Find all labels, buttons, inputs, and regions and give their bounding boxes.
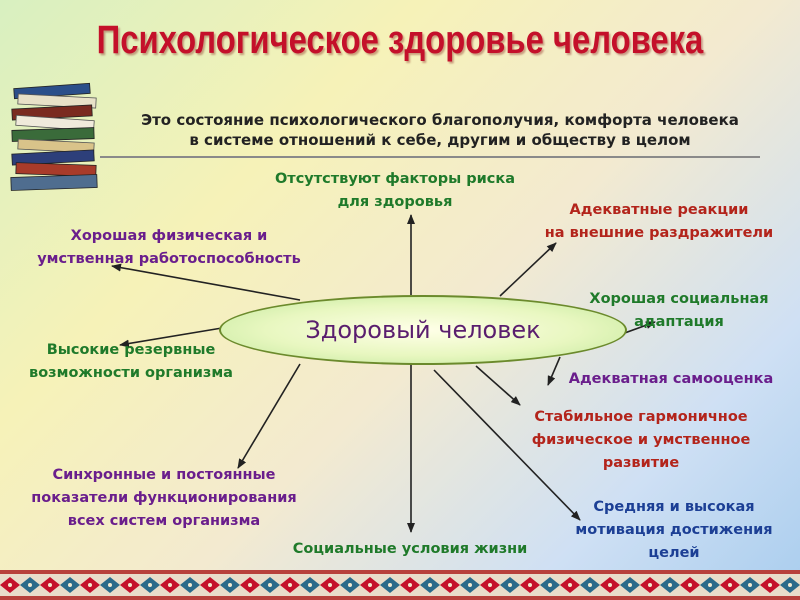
label-synchro-line-2: показатели функционирования [31,490,297,506]
arrow-lower-right [433,369,581,521]
label-development: Стабильное гармоничное физическое и умст… [506,406,776,475]
definition-line-1: Это состояние психологического благополу… [141,111,739,129]
label-social-adapt: Хорошая социальная адаптация [564,288,794,334]
arrow-upper-right [499,242,557,297]
label-synchro-line-3: всех систем организма [67,513,261,529]
label-social-adapt-line-1: Хорошая социальная [589,291,769,307]
label-motivation-line-3: целей [648,545,700,561]
label-synchro: Синхронные и постоянные показатели функц… [4,464,324,533]
label-reactions-line-1: Адекватные реакции [569,202,749,218]
label-risk: Отсутствуют факторы риска для здоровья [250,168,540,214]
label-reactions-line-2: на внешние раздражители [544,225,774,241]
definition-line-2: в системе отношений к себе, другим и общ… [189,131,691,149]
definition-text: Это состояние психологического благополу… [100,110,780,150]
label-social-cond: Социальные условия жизни [262,538,558,561]
label-physical-line-2: умственная работоспособность [37,251,301,267]
label-synchro-line-1: Синхронные и постоянные [52,467,276,483]
ornament-band [0,570,800,600]
label-reactions: Адекватные реакции на внешние раздражите… [522,199,796,245]
label-reserve: Высокие резервные возможности организма [4,339,258,385]
label-development-line-3: развитие [602,455,680,471]
label-reserve-line-2: возможности организма [29,365,233,381]
arrow-lower-right-mid [475,365,521,406]
label-social-adapt-line-2: адаптация [634,314,724,330]
arrow-upper-left [111,263,301,301]
label-social-cond-line-1: Социальные условия жизни [292,541,528,557]
center-node: Здоровый человек [219,295,627,365]
definition-underline [100,156,760,158]
page-title: Психологическое здоровье человека [96,18,704,62]
label-reserve-line-1: Высокие резервные [46,342,216,358]
arrow-left [119,327,223,348]
center-label: Здоровый человек [305,316,541,344]
label-motivation-line-2: мотивация достижения [575,522,773,538]
label-motivation-line-1: Средняя и высокая [593,499,755,515]
book-stack-icon [10,82,98,191]
label-development-line-1: Стабильное гармоничное [534,409,748,425]
arrow-right-lower [547,356,561,386]
arrow-lower-left [237,363,301,469]
label-physical-line-1: Хорошая физическая и [70,228,268,244]
label-risk-line-2: для здоровья [337,194,453,210]
label-selfesteem: Адекватная самооценка [546,368,796,391]
label-selfesteem-line-1: Адекватная самооценка [568,371,774,387]
label-motivation: Средняя и высокая мотивация достижения ц… [556,496,792,565]
label-physical: Хорошая физическая и умственная работосп… [4,225,334,271]
label-risk-line-1: Отсутствуют факторы риска [274,171,516,187]
label-development-line-2: физическое и умственное [531,432,751,448]
